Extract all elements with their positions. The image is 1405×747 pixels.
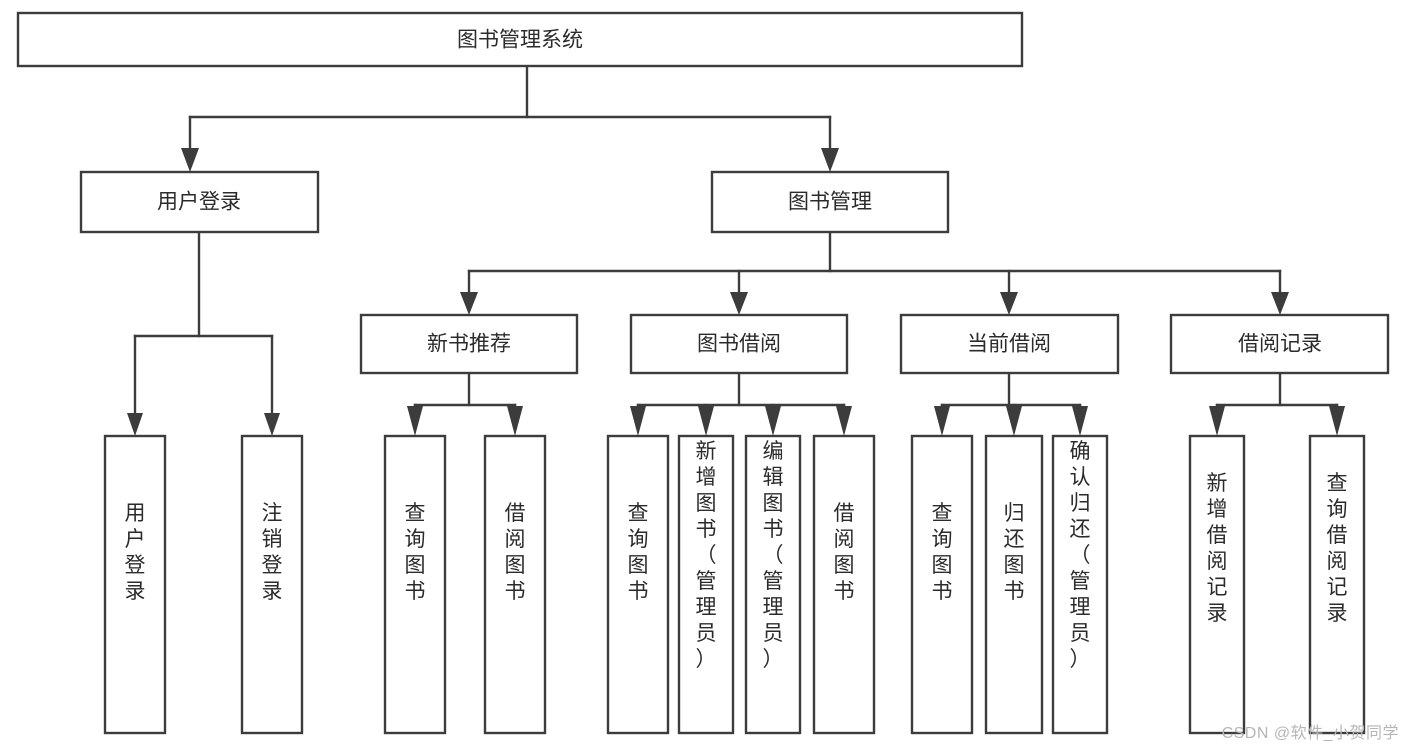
node-root[interactable]: 图书管理系统 xyxy=(16,11,1024,68)
node-borrow-records[interactable]: 借阅记录 xyxy=(1169,313,1390,375)
node-book-borrow[interactable]: 图书借阅 xyxy=(629,313,849,375)
node-leaf-query-borrow-record[interactable]: 查询借阅记录 xyxy=(1308,434,1366,735)
node-book-borrow-label: 图书借阅 xyxy=(697,333,781,356)
node-book-borrow-box[interactable] xyxy=(629,313,849,375)
arrowhead-leaf-add-borrow-record xyxy=(1209,406,1225,436)
node-user-login-box[interactable] xyxy=(79,170,320,234)
node-leaf-query-borrow-record-box[interactable] xyxy=(1308,434,1366,735)
connector-group-new-book-recommend xyxy=(407,371,523,436)
node-new-book-recommend[interactable]: 新书推荐 xyxy=(359,313,579,375)
arrowhead-new-book-recommend xyxy=(460,292,478,315)
node-leaf-return-book-box[interactable] xyxy=(984,434,1044,735)
node-leaf-query-borrow-record-label: 查询借阅记录 xyxy=(1327,472,1348,625)
arrowhead-leaf-borrow-book-recommend xyxy=(507,406,523,436)
node-leaf-add-book-admin-label: 新增图书（管理员） xyxy=(696,440,717,671)
arrowhead-leaf-user-login xyxy=(127,413,143,436)
arrowhead-leaf-edit-book-admin xyxy=(765,406,781,436)
node-leaf-confirm-return-admin[interactable]: 确认归还（管理员） xyxy=(1051,434,1109,735)
node-leaf-query-book-current-box[interactable] xyxy=(910,434,974,735)
node-leaf-logout[interactable]: 注销登录 xyxy=(240,434,304,735)
csdn-watermark: CSDN @软件_小贺同学 xyxy=(1221,725,1399,742)
node-leaf-borrow-book-recommend-box[interactable] xyxy=(483,434,547,735)
arrowhead-leaf-add-book-admin xyxy=(698,406,714,436)
arrowhead-leaf-confirm-return-admin xyxy=(1072,406,1088,436)
arrowhead-leaf-query-book-borrow xyxy=(630,406,646,436)
node-leaf-edit-book-admin[interactable]: 编辑图书（管理员） xyxy=(744,434,802,735)
connector-group-borrow-records xyxy=(1209,371,1345,436)
arrowhead-leaf-return-book xyxy=(1006,406,1022,436)
node-leaf-return-book-label: 归还图书 xyxy=(1004,502,1025,603)
arrowhead-borrow-records xyxy=(1271,292,1289,315)
node-current-borrow-label: 当前借阅 xyxy=(967,333,1051,356)
node-leaf-add-borrow-record-box[interactable] xyxy=(1188,434,1246,735)
node-root-box[interactable] xyxy=(16,11,1024,68)
node-leaf-add-book-admin-box[interactable] xyxy=(677,434,735,735)
node-leaf-query-book-recommend-box[interactable] xyxy=(383,434,447,735)
node-user-login[interactable]: 用户登录 xyxy=(79,170,320,234)
arrowhead-current-borrow xyxy=(1000,292,1018,315)
node-leaf-add-borrow-record[interactable]: 新增借阅记录 xyxy=(1188,434,1246,735)
node-leaf-query-book-borrow-box[interactable] xyxy=(606,434,670,735)
node-borrow-records-box[interactable] xyxy=(1169,313,1390,375)
node-leaf-borrow-book-recommend[interactable]: 借阅图书 xyxy=(483,434,547,735)
node-leaf-query-book-borrow-label: 查询图书 xyxy=(628,502,649,603)
node-leaf-user-login[interactable]: 用户登录 xyxy=(103,434,167,735)
connector-group-root xyxy=(181,64,839,172)
node-leaf-return-book[interactable]: 归还图书 xyxy=(984,434,1044,735)
connector-group-user-login xyxy=(127,230,280,436)
node-leaf-edit-book-admin-box[interactable] xyxy=(744,434,802,735)
arrowhead-leaf-query-book-current xyxy=(934,406,950,436)
node-leaf-borrow-book-box[interactable] xyxy=(812,434,876,735)
node-root-label: 图书管理系统 xyxy=(457,29,583,52)
node-leaf-query-book-recommend[interactable]: 查询图书 xyxy=(383,434,447,735)
node-leaf-edit-book-admin-label: 编辑图书（管理员） xyxy=(763,440,784,671)
node-leaf-query-book-current[interactable]: 查询图书 xyxy=(910,434,974,735)
connector-group-book-borrow xyxy=(630,371,852,436)
connector-group-book-management xyxy=(460,230,1289,315)
node-leaf-query-book-recommend-label: 查询图书 xyxy=(405,502,426,603)
node-leaf-borrow-book[interactable]: 借阅图书 xyxy=(812,434,876,735)
arrowhead-leaf-logout xyxy=(264,413,280,436)
node-user-login-label: 用户登录 xyxy=(157,191,241,214)
node-leaf-confirm-return-admin-box[interactable] xyxy=(1051,434,1109,735)
node-new-book-recommend-box[interactable] xyxy=(359,313,579,375)
node-book-management-label: 图书管理 xyxy=(788,191,872,214)
node-leaf-borrow-book-label: 借阅图书 xyxy=(834,502,855,603)
arrowhead-user-login xyxy=(181,148,199,172)
arrowhead-book-management xyxy=(821,148,839,172)
connector-group-current-borrow xyxy=(934,371,1088,436)
arrowhead-leaf-query-borrow-record xyxy=(1329,406,1345,436)
arrowhead-leaf-borrow-book xyxy=(836,406,852,436)
node-leaf-query-book-borrow[interactable]: 查询图书 xyxy=(606,434,670,735)
node-book-management[interactable]: 图书管理 xyxy=(710,170,950,234)
node-leaf-user-login-label: 用户登录 xyxy=(125,502,146,603)
node-leaf-user-login-box[interactable] xyxy=(103,434,167,735)
node-leaf-add-borrow-record-label: 新增借阅记录 xyxy=(1207,472,1228,625)
node-leaf-confirm-return-admin-label: 确认归还（管理员） xyxy=(1070,440,1091,671)
node-current-borrow-box[interactable] xyxy=(899,313,1120,375)
node-leaf-logout-box[interactable] xyxy=(240,434,304,735)
node-borrow-records-label: 借阅记录 xyxy=(1238,333,1322,356)
node-book-management-box[interactable] xyxy=(710,170,950,234)
node-leaf-query-book-current-label: 查询图书 xyxy=(932,502,953,603)
node-current-borrow[interactable]: 当前借阅 xyxy=(899,313,1120,375)
node-leaf-add-book-admin[interactable]: 新增图书（管理员） xyxy=(677,434,735,735)
arrowhead-leaf-query-book-recommend xyxy=(407,406,423,436)
node-new-book-recommend-label: 新书推荐 xyxy=(427,333,511,356)
node-leaf-logout-label: 注销登录 xyxy=(262,502,283,603)
arrowhead-book-borrow xyxy=(730,292,748,315)
node-leaf-borrow-book-recommend-label: 借阅图书 xyxy=(505,502,526,603)
